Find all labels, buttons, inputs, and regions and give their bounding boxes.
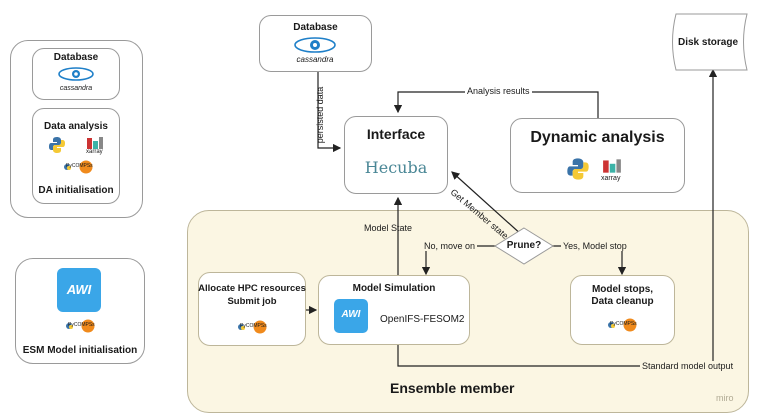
top-cassandra-eye-icon bbox=[294, 37, 336, 53]
disk-storage-shape bbox=[672, 13, 748, 71]
allocate-line2: Submit job bbox=[227, 296, 277, 307]
allocate-line1: Allocate HPC resources bbox=[198, 283, 306, 294]
allocate-pycompss-icon bbox=[238, 320, 267, 334]
simulation-awi-logo-icon bbox=[334, 299, 368, 333]
hecuba-logo-text: Hecuba bbox=[364, 158, 428, 177]
dynamic-analysis-box bbox=[510, 118, 685, 193]
model-stops-line2: Data cleanup bbox=[591, 296, 654, 307]
model-name-text: OpenIFS-FESOM2 bbox=[380, 314, 465, 325]
interface-box bbox=[344, 116, 448, 194]
ensemble-member-label: Ensemble member bbox=[390, 380, 515, 396]
allocate-box bbox=[198, 272, 306, 346]
awi-logo-icon bbox=[57, 268, 101, 312]
dynamic-analysis-title: Dynamic analysis bbox=[530, 129, 665, 146]
get-member-state-arrow bbox=[451, 171, 524, 237]
miro-watermark: miro bbox=[716, 393, 734, 403]
da-database-title: Database bbox=[53, 52, 99, 63]
da-cassandra-text: cassandra bbox=[59, 85, 93, 92]
yes-model-stop-label: Yes, Model stop bbox=[561, 241, 629, 251]
esm-initialisation-label: ESM Model initialisation bbox=[22, 345, 138, 356]
esm-pycompss-icon bbox=[66, 319, 95, 333]
data-analysis-title: Data analysis bbox=[44, 121, 108, 132]
persisted-data-label: persisted data bbox=[315, 86, 325, 144]
pycompss-icon bbox=[64, 160, 93, 174]
no-move-on-label: No, move on bbox=[422, 241, 478, 251]
model-stops-pycompss-icon bbox=[608, 318, 637, 332]
dynamic-xarray-text: xarray bbox=[601, 175, 621, 182]
da-analysis-box bbox=[32, 108, 120, 204]
model-stops-line1: Model stops, bbox=[591, 284, 654, 295]
allocate-pycompss-text: PyCOMPSs bbox=[240, 323, 267, 329]
standard-output-label: Standard model output bbox=[640, 361, 736, 371]
analysis-results-label: Analysis results bbox=[465, 86, 532, 96]
python-icon bbox=[49, 137, 65, 153]
esm-awi-text: AWI bbox=[66, 282, 92, 297]
da-initialisation-label: DA initialisation bbox=[38, 185, 114, 196]
cassandra-eye-icon bbox=[58, 67, 94, 81]
standard-output-arrow bbox=[397, 68, 718, 367]
esm-pycompss-text: PyCOMPSs bbox=[68, 322, 95, 328]
model-stops-box bbox=[570, 275, 675, 345]
top-cassandra-text: cassandra bbox=[296, 55, 334, 64]
xarray-icon bbox=[87, 137, 103, 149]
da-pycompss-text: PyCOMPSs bbox=[66, 163, 93, 169]
model-state-label: Model State bbox=[364, 223, 413, 233]
dynamic-xarray-icon bbox=[603, 159, 621, 173]
prune-label: Prune? bbox=[506, 240, 542, 251]
simulation-awi-text: AWI bbox=[341, 309, 361, 320]
prune-diamond bbox=[494, 227, 554, 265]
disk-storage-label: Disk storage bbox=[677, 37, 739, 48]
persisted-data-arrow bbox=[317, 72, 342, 153]
interface-title: Interface bbox=[366, 126, 426, 142]
model-simulation-title: Model Simulation bbox=[352, 283, 436, 294]
dynamic-python-icon bbox=[567, 158, 589, 180]
model-stops-pycompss-text: PyCOMPSs bbox=[610, 321, 637, 327]
da-xarray-text: xarray bbox=[86, 149, 103, 155]
top-database-title: Database bbox=[293, 22, 338, 33]
